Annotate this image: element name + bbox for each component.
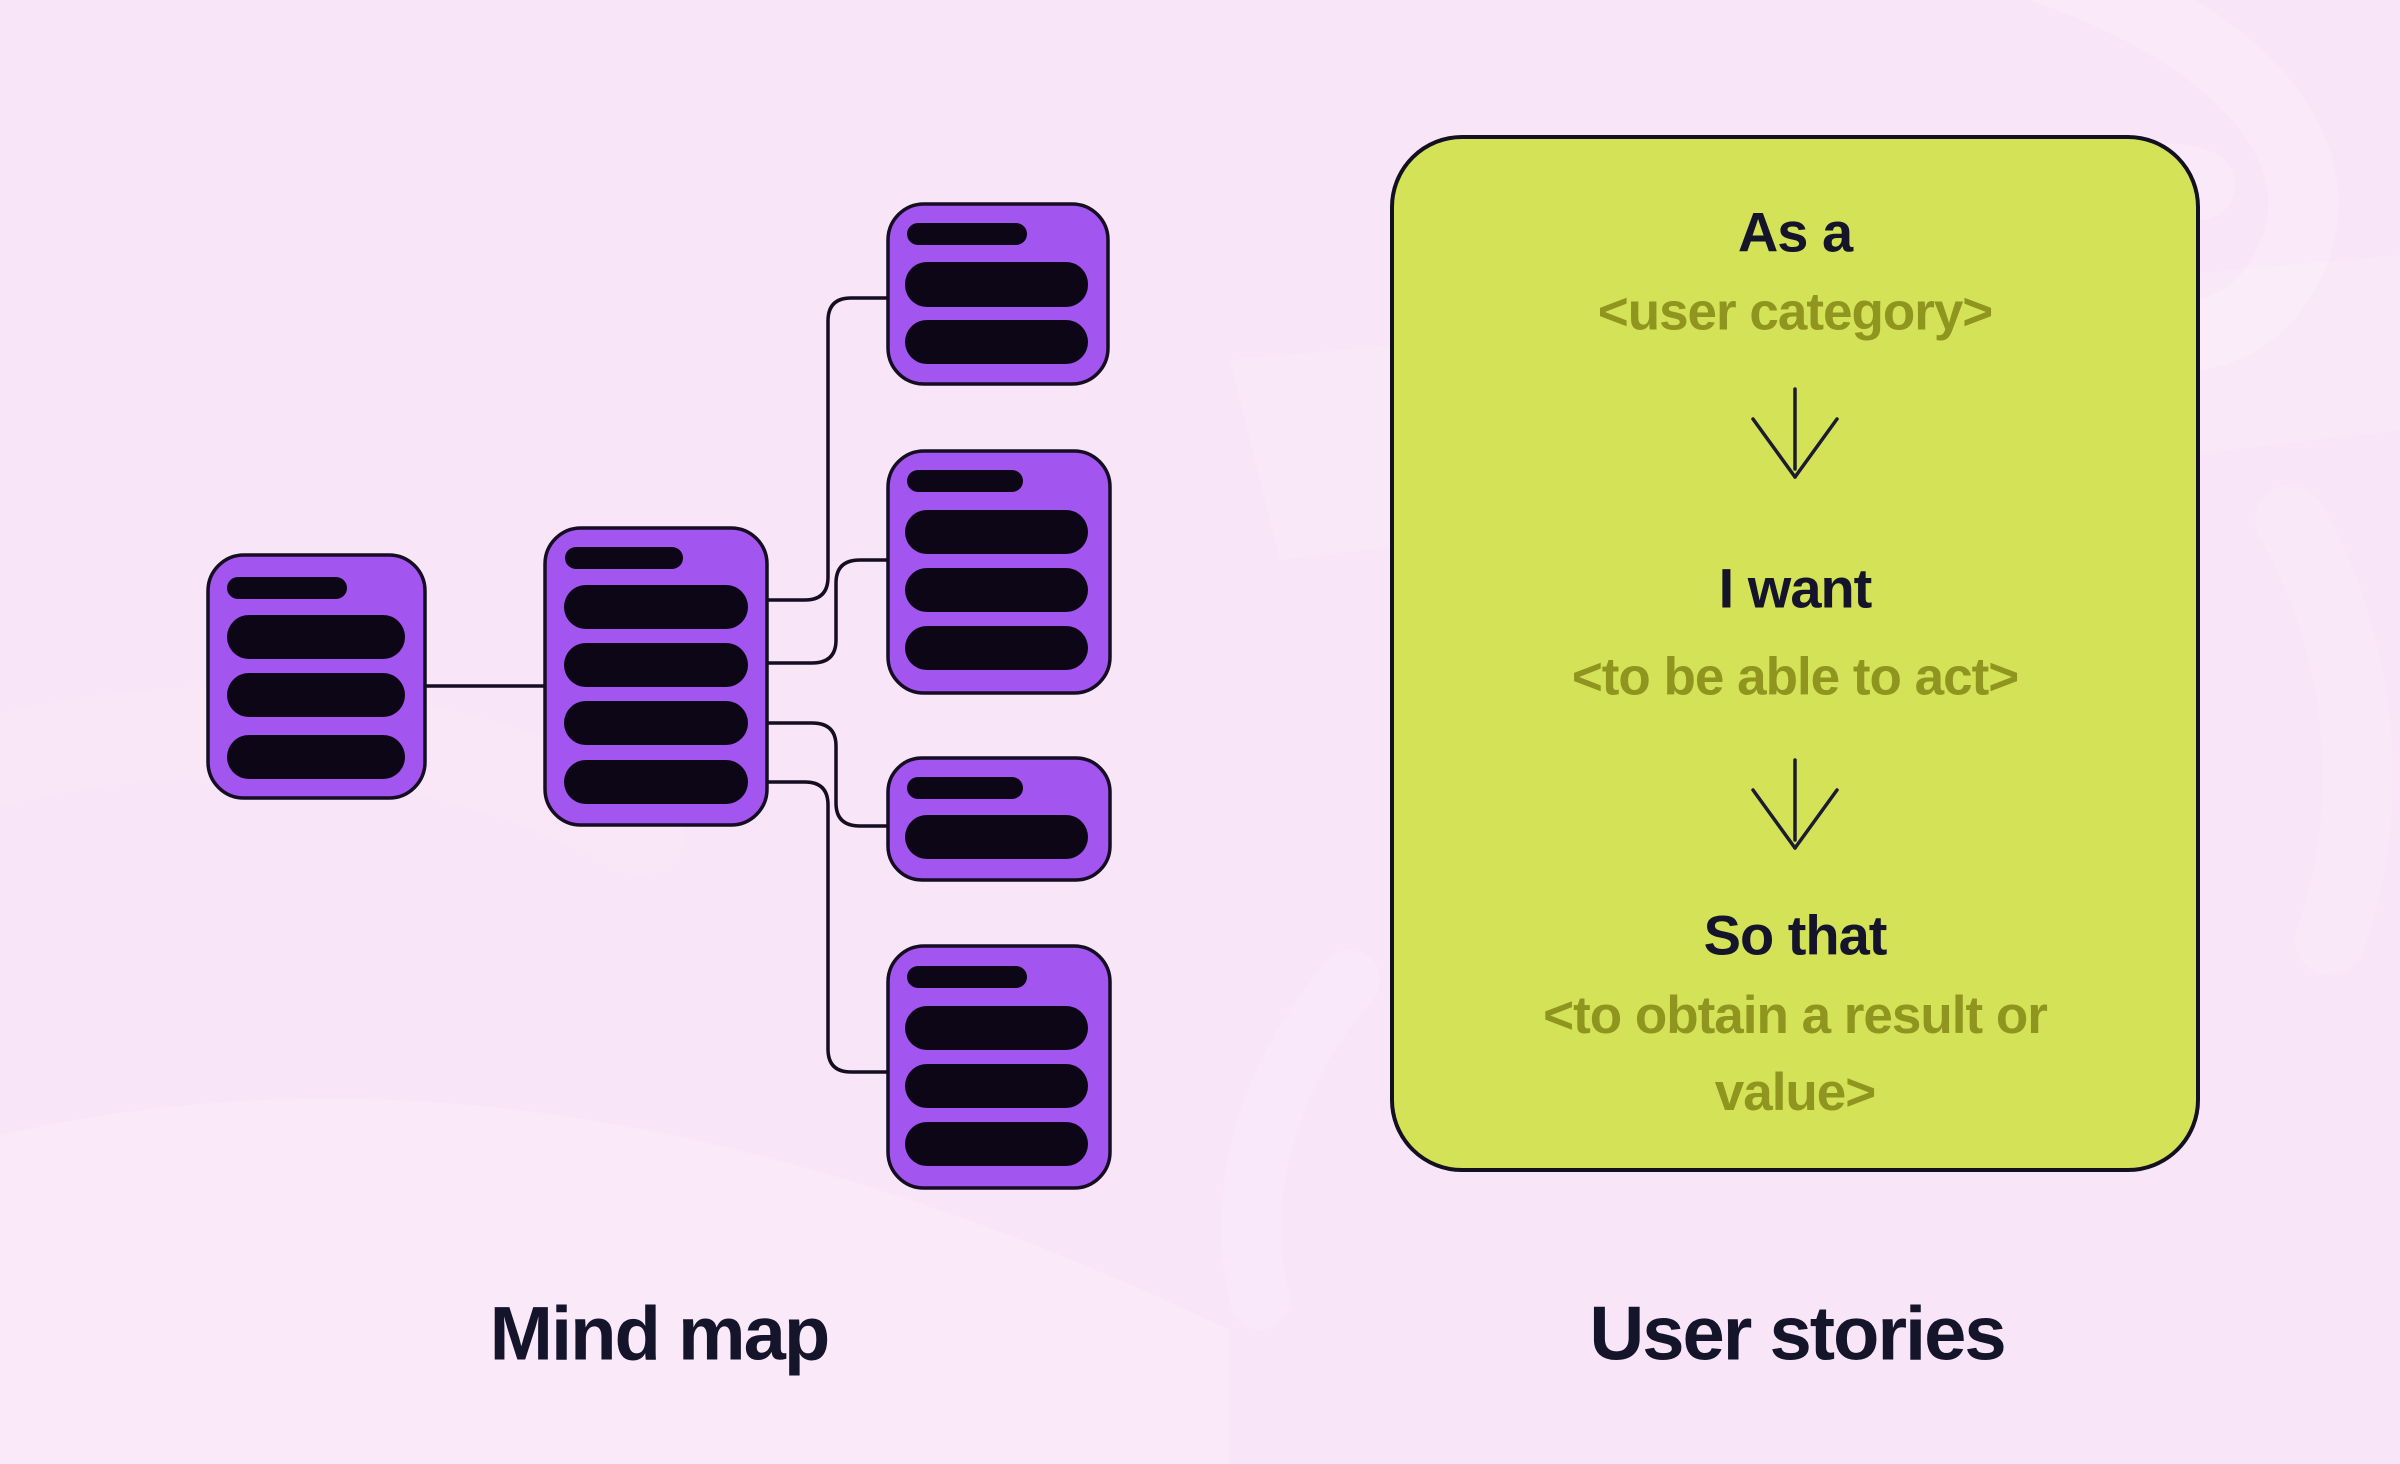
step-i-want-placeholder: <to be able to act>	[1571, 647, 2019, 707]
node-title-bar	[907, 223, 1027, 245]
node-text-bar	[564, 585, 748, 629]
connector-hub-branch-1	[767, 296, 888, 602]
node-text-bar	[905, 510, 1088, 554]
down-arrow-icon	[1751, 758, 1839, 850]
step-i-want-title: I want	[1718, 556, 1873, 620]
node-title-bar	[227, 577, 347, 599]
node-text-bar	[564, 643, 748, 687]
mindmap-node-hub	[543, 526, 769, 827]
node-text-bar	[905, 320, 1088, 364]
node-text-bar	[227, 673, 405, 717]
node-title-bar	[907, 777, 1023, 799]
connector-hub-branch-4	[767, 780, 888, 1074]
node-text-bar	[227, 615, 405, 659]
node-text-bar	[564, 760, 748, 804]
user-stories-card	[1390, 135, 2200, 1172]
mind-map-caption: Mind map	[489, 1291, 831, 1377]
mindmap-node-branch-2	[886, 449, 1112, 695]
node-title-bar	[907, 966, 1027, 988]
user-stories-caption: User stories	[1589, 1291, 2006, 1377]
step-so-that-title: So that	[1703, 903, 1888, 967]
connector-hub-branch-2	[767, 558, 888, 665]
step-so-that-placeholder: <to obtain a result or value>	[1543, 986, 2048, 1122]
node-text-bar	[905, 1006, 1088, 1050]
step-as-a-placeholder: <user category>	[1597, 282, 1994, 342]
node-title-bar	[565, 547, 683, 569]
node-text-bar	[905, 262, 1088, 307]
node-title-bar	[907, 470, 1023, 492]
down-arrow-icon	[1751, 387, 1839, 479]
mindmap-node-root	[206, 553, 427, 800]
node-text-bar	[905, 1122, 1088, 1166]
node-text-bar	[905, 568, 1088, 612]
connector-hub-branch-3	[767, 721, 888, 828]
mindmap-node-branch-3	[886, 756, 1112, 882]
node-text-bar	[564, 701, 748, 745]
mindmap-node-branch-1	[886, 202, 1110, 386]
node-text-bar	[905, 1064, 1088, 1108]
mindmap-node-branch-4	[886, 944, 1112, 1190]
node-text-bar	[227, 735, 405, 779]
node-text-bar	[905, 815, 1088, 859]
node-text-bar	[905, 626, 1088, 670]
step-as-a-title: As a	[1737, 200, 1853, 264]
